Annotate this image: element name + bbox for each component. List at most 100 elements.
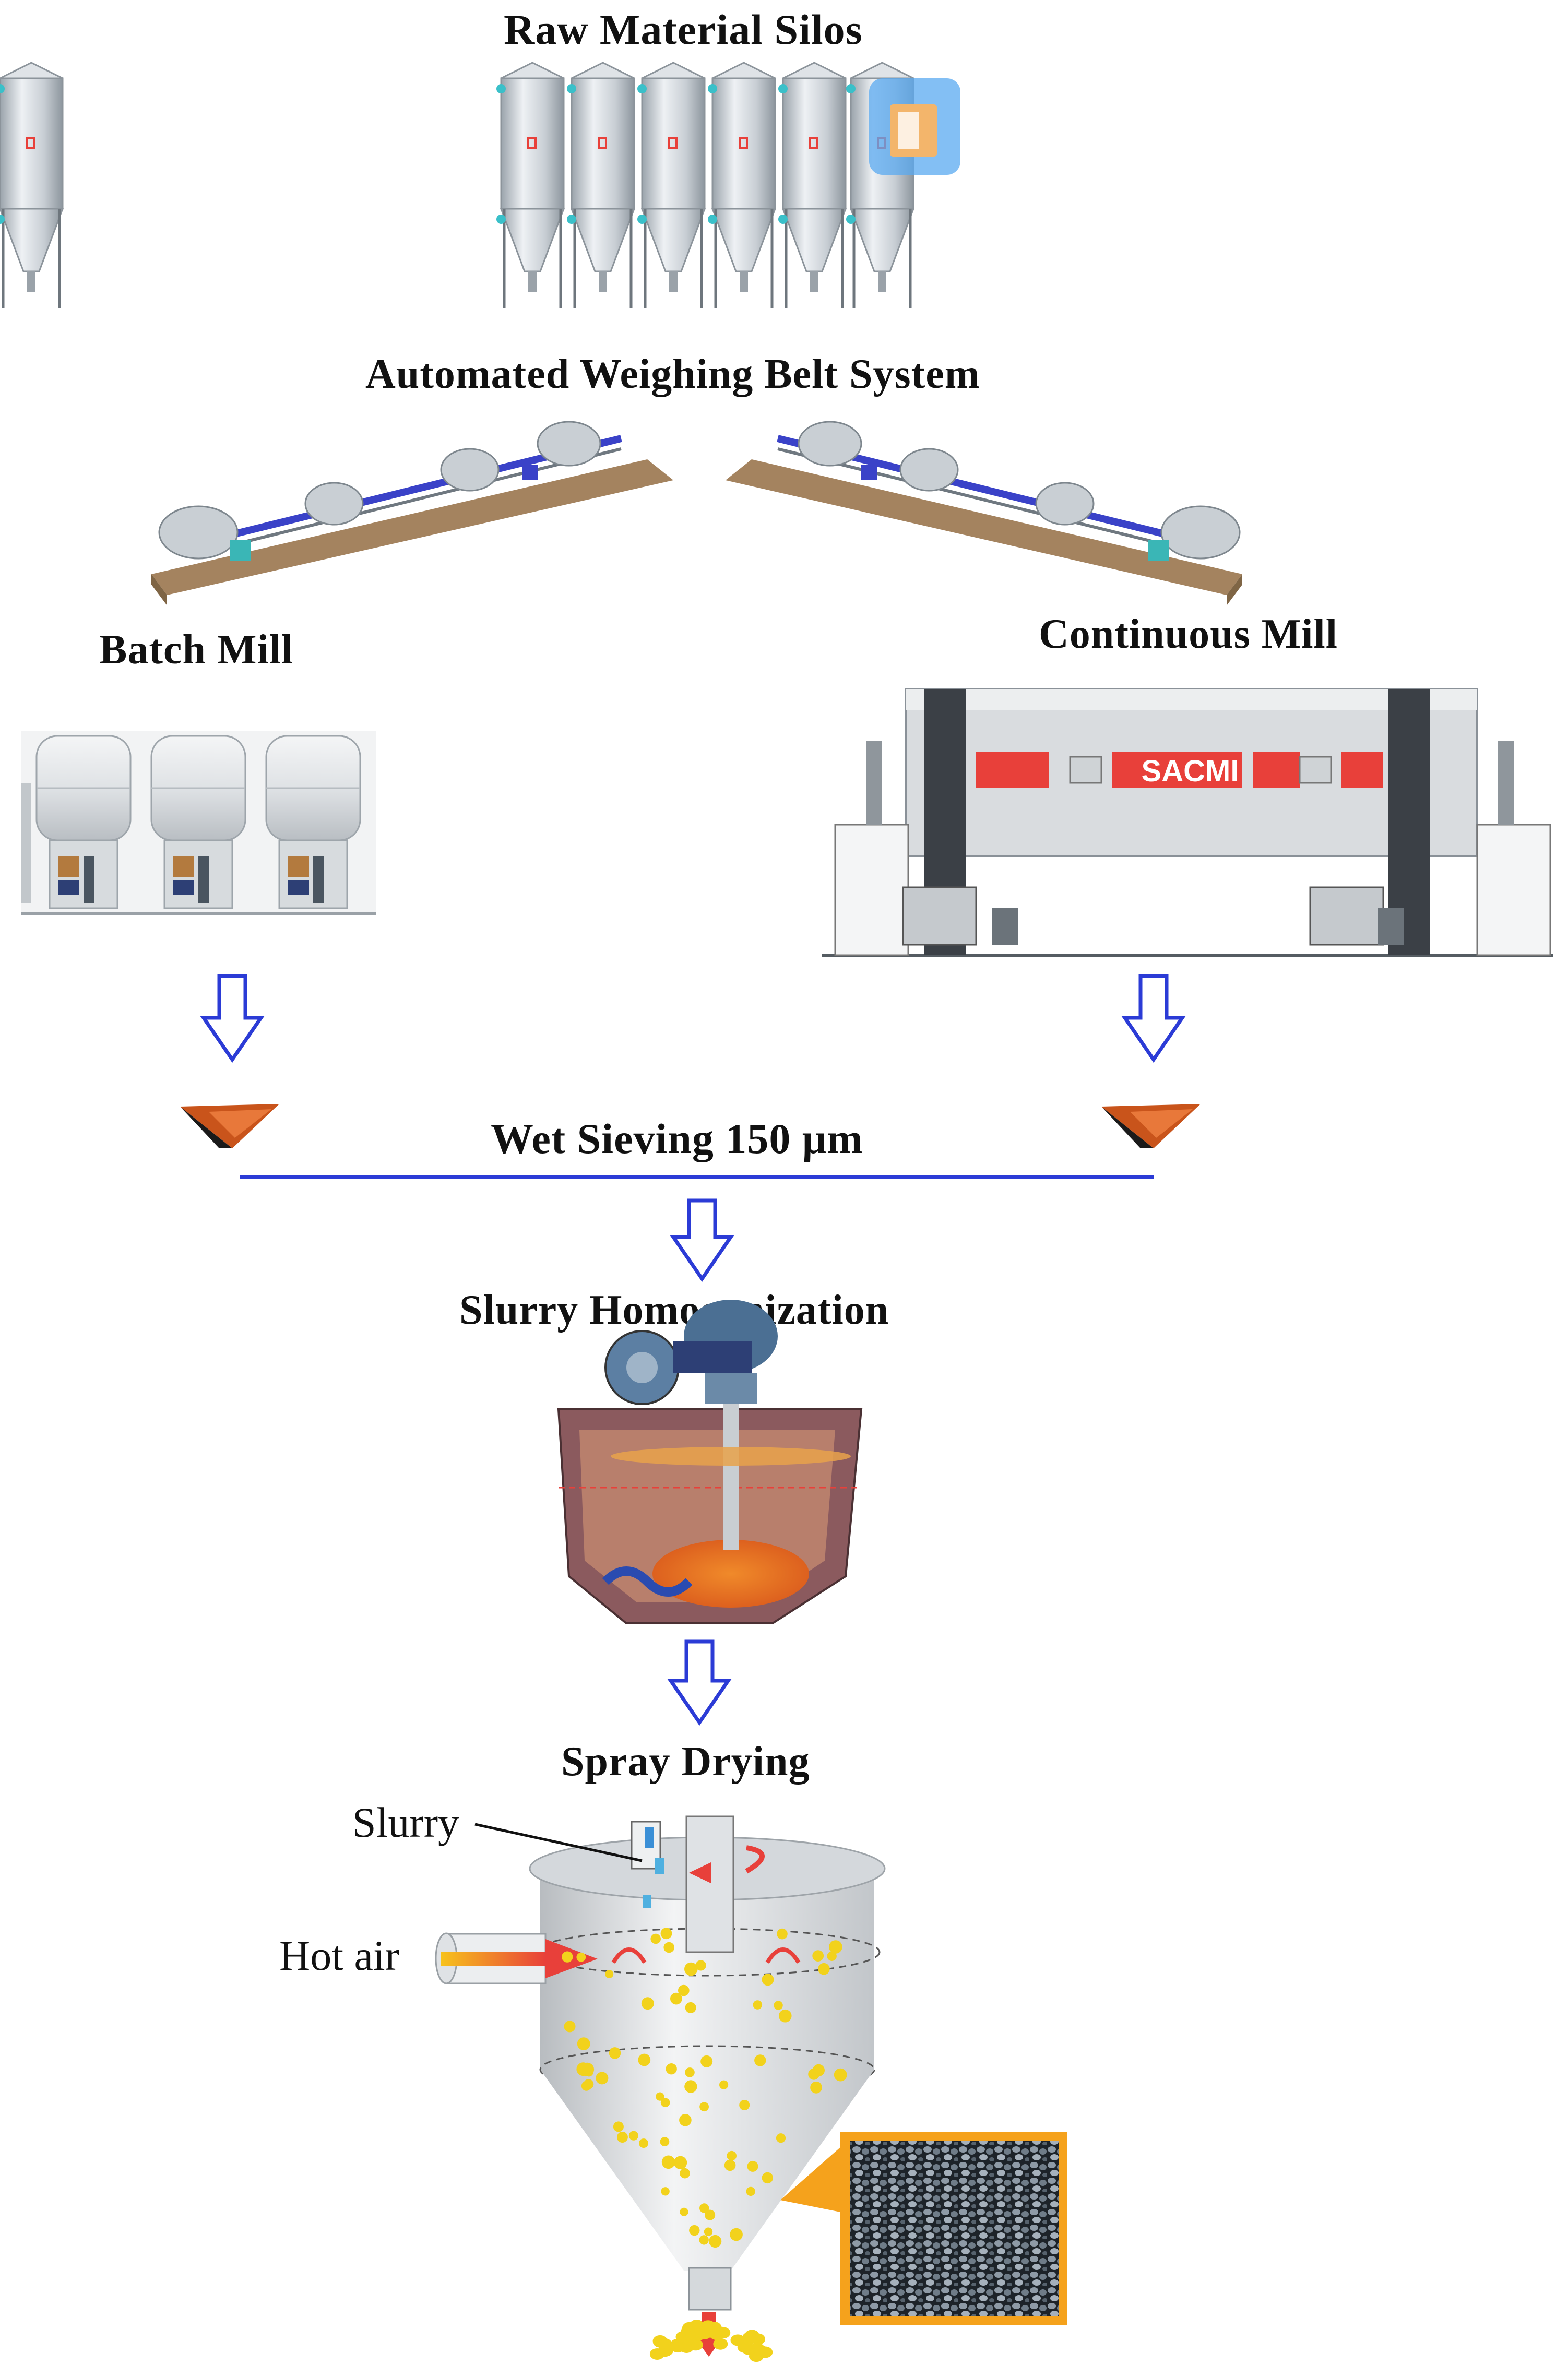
granule-dot	[777, 1928, 788, 1940]
granule-dot	[583, 2079, 594, 2089]
granule-dot	[753, 2000, 763, 2010]
granule-dot	[705, 2209, 716, 2220]
slurry-label: Slurry	[352, 1799, 459, 1846]
granule-dot	[660, 2137, 670, 2146]
granule-dot	[829, 1940, 842, 1954]
granule-dot	[660, 1928, 672, 1940]
granule-dot	[730, 2228, 743, 2241]
granule-dot	[818, 1963, 830, 1975]
granule-dot	[700, 2055, 713, 2067]
granule-dot	[661, 2187, 670, 2196]
sieve-right-icon	[1101, 1104, 1201, 1148]
silo	[0, 62, 64, 308]
granule-dot	[712, 2237, 721, 2247]
pile-granule	[688, 2339, 703, 2351]
granule-dot	[628, 2131, 638, 2141]
granule-dot	[739, 2100, 750, 2110]
granule-magnifier-inset	[780, 2132, 1067, 2325]
granule-dot	[670, 1992, 682, 2005]
granule-dot	[746, 2186, 755, 2196]
spray-dryer-illustration	[435, 1815, 886, 2311]
granule-dot	[680, 2168, 690, 2179]
granule-dot	[719, 2080, 729, 2089]
granule-dot	[762, 1974, 774, 1986]
granule-dot	[609, 2047, 621, 2059]
granule-dot	[680, 2207, 688, 2216]
granule-dot	[576, 1952, 586, 1962]
granule-dot	[704, 2227, 713, 2236]
arrow-down-icon	[670, 1198, 734, 1282]
granule-dot	[650, 1933, 661, 1944]
granule-dot	[576, 2062, 590, 2076]
granule-dot	[699, 2203, 709, 2213]
granule-pile	[649, 2320, 773, 2362]
pile-granule	[682, 2328, 697, 2340]
weighing-belt-left	[151, 421, 673, 605]
pile-granule	[713, 2338, 728, 2350]
granule-dot	[776, 2133, 786, 2143]
granule-dot	[673, 2156, 687, 2169]
homogenization-title: Slurry Homogenization	[459, 1287, 889, 1333]
granule-dot	[727, 2150, 737, 2161]
granule-dot	[678, 1984, 690, 1996]
granule-dot	[699, 2235, 709, 2245]
granule-dot	[661, 2155, 675, 2169]
granule-dot	[663, 1942, 674, 1953]
granule-dot	[641, 1997, 654, 2010]
sieving-title: Wet Sieving 150 μm	[491, 1115, 863, 1162]
granule-dot	[834, 2068, 847, 2082]
granule-dot	[747, 2160, 758, 2172]
granule-dot	[605, 1970, 614, 1978]
granule-dot	[827, 1951, 837, 1961]
spray-drying-title: Spray Drying	[561, 1739, 810, 1785]
granule-dot	[812, 1950, 824, 1962]
granule-dot	[695, 1960, 706, 1971]
granule-dot	[684, 2080, 697, 2093]
granule-dot	[613, 2121, 624, 2132]
granule-dot	[684, 1962, 698, 1976]
arrow-down-icon	[200, 974, 265, 1063]
granule-dot	[656, 2092, 664, 2101]
granule-dot	[679, 2114, 692, 2126]
granule-dot	[616, 2132, 628, 2143]
arrow-down-icon	[667, 1639, 732, 1726]
granule-dot	[660, 2098, 670, 2107]
granule-dot	[666, 2063, 677, 2075]
granule-dot	[724, 2159, 736, 2171]
granule-dot	[689, 2225, 700, 2236]
continuous-mill-title: Continuous Mill	[1039, 611, 1338, 657]
granule-dot	[699, 2102, 709, 2112]
granule-dot	[596, 2072, 609, 2085]
hot-air-label: Hot air	[279, 1932, 399, 1979]
granule-dot	[564, 2021, 576, 2033]
granules-in-dryer	[562, 1928, 847, 2248]
batch-mill-illustration	[21, 731, 376, 915]
pile-granule	[657, 2338, 672, 2350]
granule-dot	[638, 2053, 651, 2066]
granule-dot	[762, 2172, 774, 2184]
granule-dot	[639, 2138, 648, 2148]
pile-granule	[758, 2346, 773, 2358]
sieve-left-icon	[180, 1104, 279, 1148]
mill-brand-logo: SACMI	[1142, 754, 1239, 788]
granule-dot	[810, 2081, 822, 2094]
granule-dot	[562, 1951, 573, 1963]
granule-dot	[685, 2002, 696, 2013]
granule-dot	[812, 2064, 825, 2076]
granule-dot	[754, 2054, 766, 2066]
granule-dot	[577, 2037, 590, 2051]
granule-dot	[779, 2009, 792, 2023]
arrow-down-icon	[1121, 974, 1186, 1063]
granule-dot	[685, 2067, 695, 2077]
pile-granule	[716, 2327, 731, 2339]
weighing-belt-right	[726, 421, 1242, 605]
homogenization-tank-illustration	[557, 1300, 863, 1624]
weighing-title: Automated Weighing Belt System	[365, 351, 980, 397]
batch-mill-title: Batch Mill	[99, 627, 294, 673]
pile-granule	[742, 2344, 756, 2355]
continuous-mill-illustration: SACMI	[822, 688, 1553, 957]
silos-group	[0, 63, 960, 308]
granule-dot	[774, 2001, 783, 2010]
